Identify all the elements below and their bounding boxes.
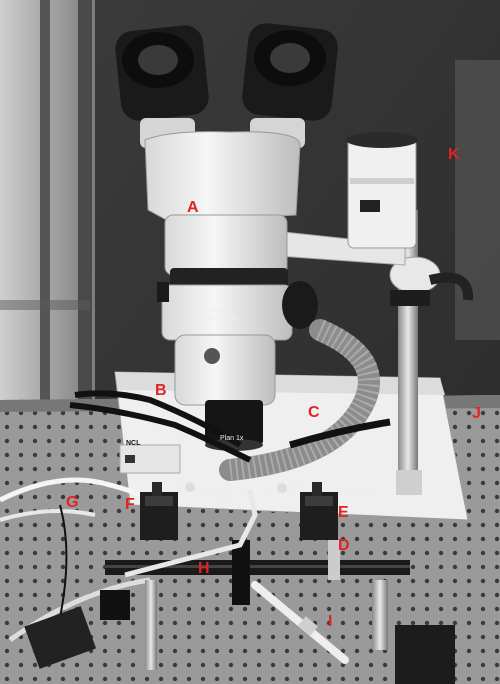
label-g: G [66, 494, 79, 511]
micromanipulator-left [140, 482, 178, 540]
eyepieces [115, 23, 338, 148]
flexible-hose [219, 319, 380, 481]
base-brand: NCL [126, 440, 141, 447]
label-b: B [155, 382, 167, 399]
label-f: F [125, 496, 135, 513]
microscope-brand: Nikon [208, 307, 226, 314]
glass-capillary [124, 489, 258, 578]
zoom-body [164, 214, 288, 276]
label-d: D [338, 537, 350, 554]
label-i: I [328, 613, 333, 630]
label-k: K [448, 146, 460, 163]
micromanipulator-right [300, 482, 371, 540]
label-j: J [472, 405, 481, 422]
illuminator [347, 137, 417, 249]
microscope-head [144, 131, 301, 223]
label-h: H [198, 560, 210, 577]
label-a: A [187, 199, 199, 216]
microscope-model: SMZ800N [207, 316, 239, 323]
syringe [251, 581, 349, 664]
objective-text: Plan 1x [220, 435, 244, 442]
label-c: C [308, 404, 320, 421]
label-e: E [338, 504, 349, 521]
